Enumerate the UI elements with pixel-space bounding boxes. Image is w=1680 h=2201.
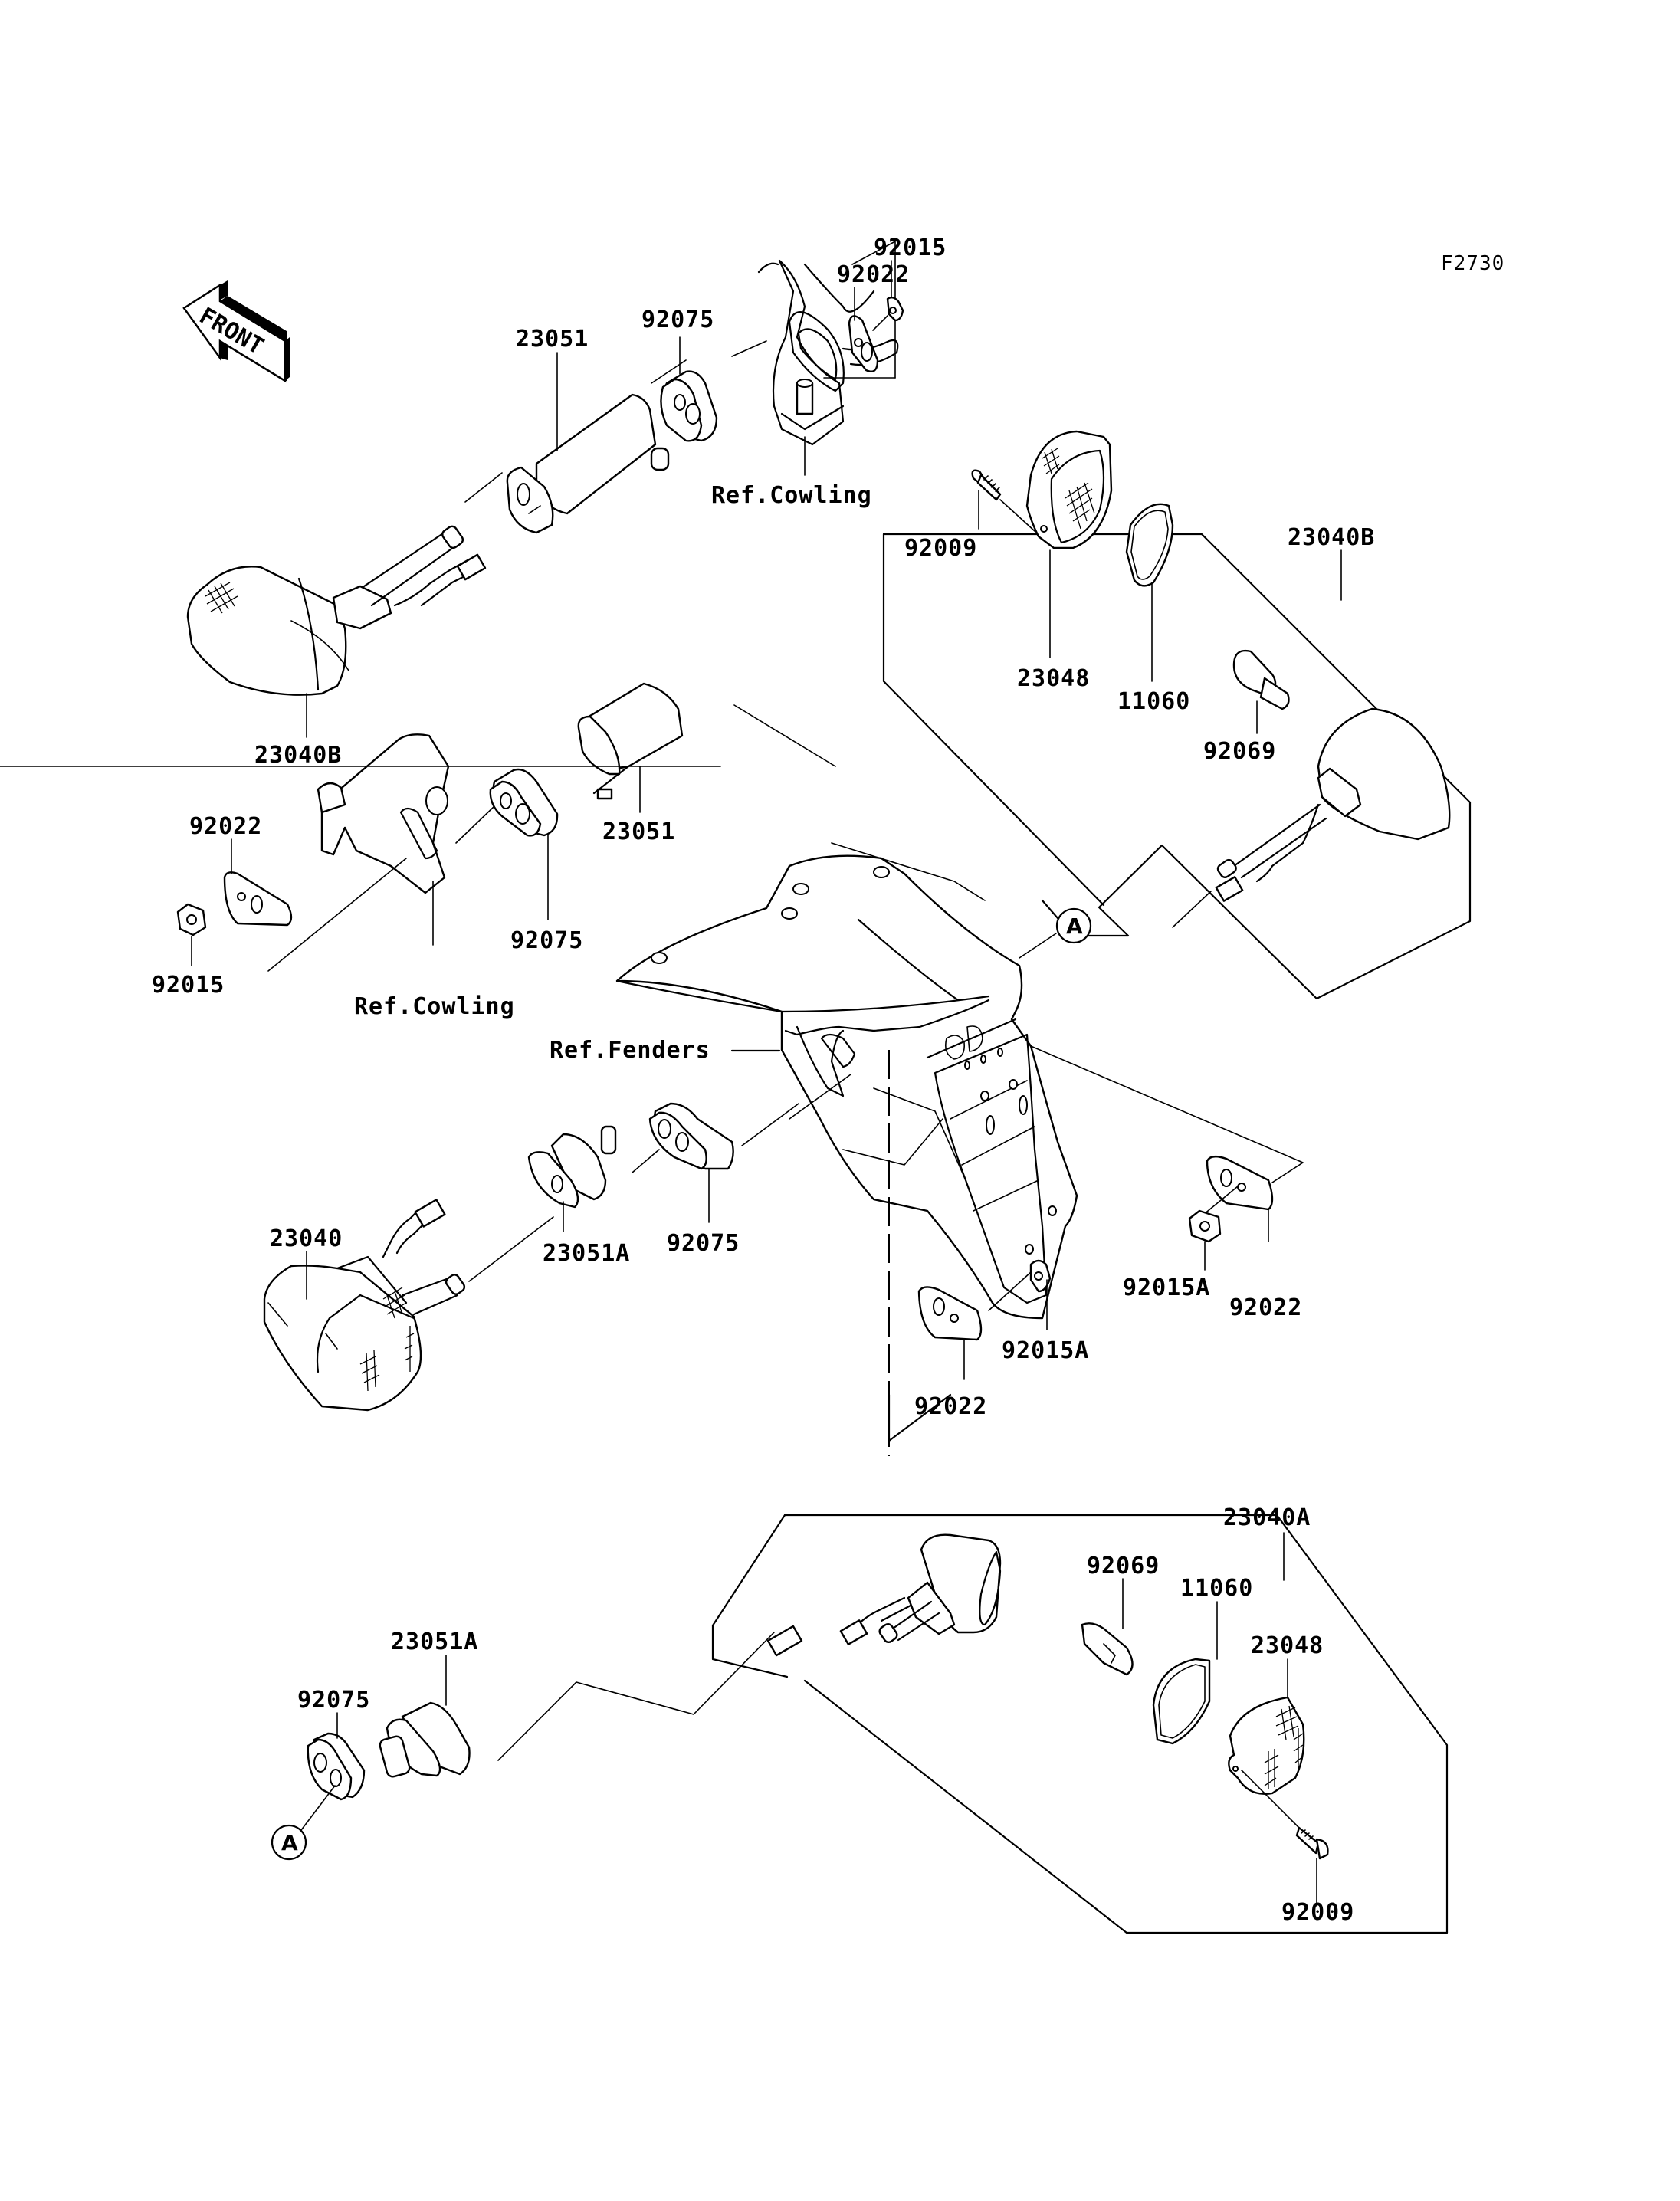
grommet-92075-lower <box>648 1102 734 1170</box>
lens-23048-bottom <box>1228 1696 1305 1795</box>
label-92075-lower: 92075 <box>667 1230 740 1257</box>
lens-mesh-icon <box>359 1287 415 1392</box>
label-92075-mid: 92075 <box>510 927 583 954</box>
svg-text:A: A <box>281 1830 298 1855</box>
callout-a-bottom[interactable]: A <box>271 1824 307 1861</box>
fender-bolt-holes <box>651 866 1057 1255</box>
label-92015-left: 92015 <box>152 972 225 999</box>
gasket-11060-top <box>1125 503 1174 587</box>
grommet-92075-mid <box>489 768 559 837</box>
cowling-bracket-top <box>757 259 899 446</box>
lamp-23040A-body <box>766 1533 1002 1657</box>
label-11060-bottom: 11060 <box>1180 1575 1253 1602</box>
label-23048-bottom: 23048 <box>1251 1632 1324 1659</box>
ref-cowling-top: Ref.Cowling <box>711 482 872 509</box>
lamp-23040B-right <box>1215 707 1451 902</box>
figure-code: F2730 <box>1441 252 1504 275</box>
holder-23051A-bottom <box>379 1701 471 1778</box>
label-92015-top: 92015 <box>874 235 947 261</box>
plate-92022-right <box>1206 1155 1274 1211</box>
bulb-92069-bottom <box>1081 1622 1134 1676</box>
label-92022-center: 92022 <box>914 1393 987 1420</box>
screw-92009-top <box>971 469 1002 501</box>
label-23051-mid: 23051 <box>602 818 675 845</box>
label-23051A-bottom: 23051A <box>391 1629 478 1655</box>
label-11060-top: 11060 <box>1117 688 1190 715</box>
label-23048-top: 23048 <box>1017 665 1090 692</box>
lamp-23040B-left <box>186 525 487 696</box>
front-arrow-icon: FRONT <box>182 280 290 383</box>
holder-23051-top <box>506 393 670 534</box>
label-23040B-top-right: 23040B <box>1288 524 1375 551</box>
label-23040: 23040 <box>270 1225 343 1252</box>
holder-23051-mid <box>577 682 684 800</box>
label-92015A-center: 92015A <box>1002 1337 1089 1364</box>
nut-92015-left <box>176 903 207 936</box>
ref-fenders: Ref.Fenders <box>550 1037 710 1064</box>
label-92009-bottom: 92009 <box>1281 1899 1354 1926</box>
label-92069-bottom: 92069 <box>1087 1553 1160 1579</box>
label-92022-right: 92022 <box>1229 1294 1302 1321</box>
kit-box-23040A <box>783 1514 1449 1934</box>
label-92069-top: 92069 <box>1203 738 1276 765</box>
lens-23048-top <box>1025 430 1113 549</box>
label-92009-top: 92009 <box>904 535 977 562</box>
grommet-92075-top <box>660 370 718 442</box>
plate-92022-center <box>917 1286 983 1341</box>
nut-92015A-right <box>1188 1209 1222 1243</box>
screw-92009-bottom <box>1295 1826 1329 1860</box>
label-92075-bottom: 92075 <box>297 1687 370 1714</box>
label-23051-top: 23051 <box>516 326 589 353</box>
nut-92015A-center <box>1029 1259 1052 1293</box>
grommet-92075-bottom <box>307 1732 366 1801</box>
label-92015A-right: 92015A <box>1123 1274 1210 1301</box>
label-92022-top: 92022 <box>837 261 910 288</box>
cowling-bracket-mid <box>317 733 450 946</box>
label-23051A-mid: 23051A <box>543 1240 630 1267</box>
label-23040A: 23040A <box>1223 1504 1311 1531</box>
ref-cowling-mid: Ref.Cowling <box>354 993 515 1020</box>
bulb-92069-top <box>1232 649 1290 710</box>
callout-a-top[interactable]: A <box>1055 907 1092 944</box>
label-92022-left: 92022 <box>189 813 262 840</box>
svg-text:A: A <box>1066 914 1083 939</box>
holder-23051A-mid <box>527 1125 617 1209</box>
label-23040B-left: 23040B <box>254 742 342 769</box>
plate-92022-top <box>848 315 879 373</box>
label-92075-top: 92075 <box>641 307 714 333</box>
rear-fender <box>615 854 1078 1320</box>
nut-92015-top <box>886 296 904 322</box>
lamp-23040-left <box>263 1199 466 1412</box>
gasket-11060-bottom <box>1152 1658 1211 1745</box>
lens-mesh-icon <box>205 582 238 614</box>
plate-92022-left <box>223 871 293 927</box>
kit-box-23040B <box>882 533 1472 1000</box>
